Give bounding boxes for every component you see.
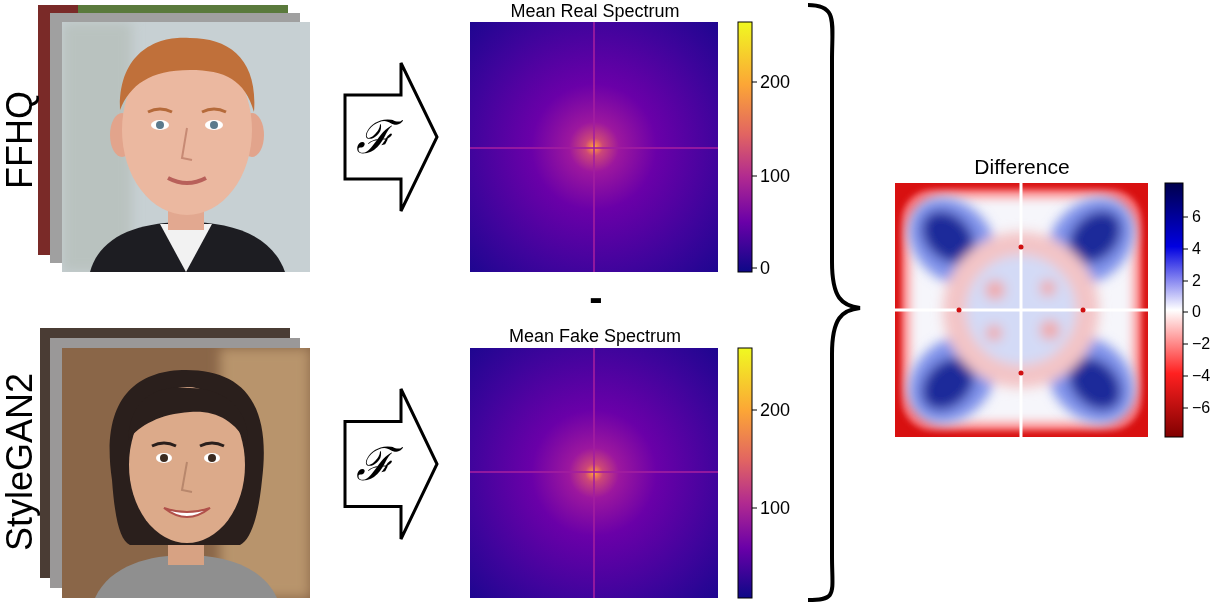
spectrum-panel: Mean Fake Spectrum bbox=[470, 325, 720, 599]
tick-label: 2 bbox=[1192, 273, 1201, 289]
spectrum-image bbox=[470, 22, 757, 272]
fourier-symbol: ℱ bbox=[356, 114, 394, 160]
tick-label: −6 bbox=[1192, 400, 1210, 416]
panel-title: Mean Real Spectrum bbox=[510, 0, 679, 22]
image-stack: FFHQ bbox=[0, 0, 315, 280]
tick-label: 6 bbox=[1192, 209, 1201, 225]
fourier-arrow: ℱ bbox=[343, 386, 439, 542]
panel-title: Difference bbox=[974, 154, 1069, 179]
tick-label: −2 bbox=[1192, 336, 1210, 352]
panel-title: Mean Fake Spectrum bbox=[509, 325, 681, 347]
tick-label: −4 bbox=[1192, 368, 1210, 384]
photo-stack bbox=[38, 5, 310, 272]
fourier-arrow: ℱ bbox=[343, 60, 439, 214]
minus-sign: - bbox=[589, 277, 602, 317]
tick-label: 100 bbox=[760, 167, 790, 185]
tick-label: 0 bbox=[760, 259, 770, 277]
dataset-label: StyleGAN2 bbox=[2, 373, 38, 551]
tick-label: 4 bbox=[1192, 241, 1201, 257]
tick-label: 100 bbox=[760, 499, 790, 517]
dataset-label: FFHQ bbox=[2, 91, 38, 189]
tick-label: 200 bbox=[760, 73, 790, 91]
colorbar bbox=[1165, 183, 1188, 437]
photo-stack bbox=[40, 328, 310, 598]
image-stack: StyleGAN2 bbox=[0, 322, 315, 602]
curly-brace bbox=[808, 5, 860, 600]
difference-heatmap bbox=[895, 183, 1148, 437]
difference-panel: Difference bbox=[893, 154, 1151, 439]
tick-label: 200 bbox=[760, 401, 790, 419]
spectrum-panel: Mean Real Spectrum bbox=[470, 0, 720, 274]
fourier-symbol: ℱ bbox=[356, 441, 394, 487]
tick-label: 0 bbox=[1192, 304, 1201, 320]
spectrum-image bbox=[470, 348, 757, 598]
